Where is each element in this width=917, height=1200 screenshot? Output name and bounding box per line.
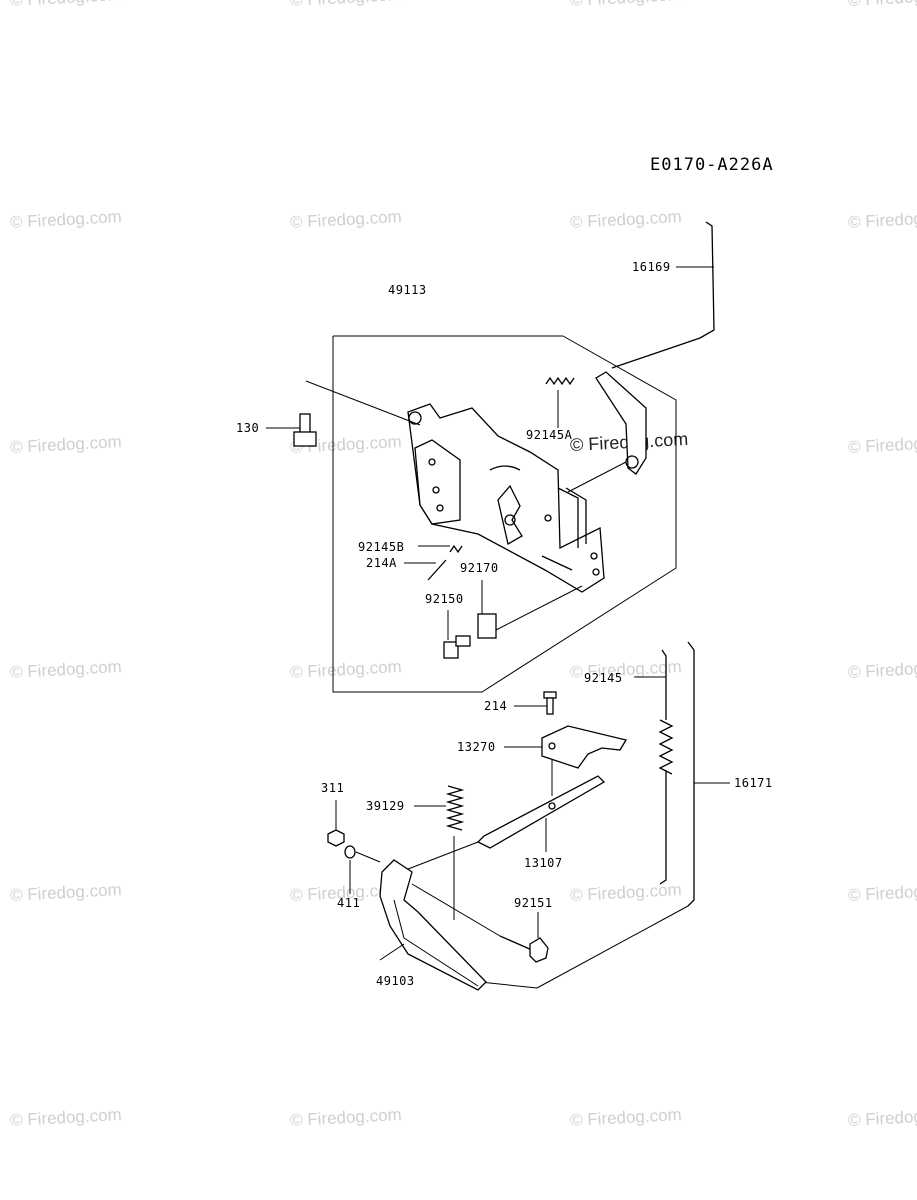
bolt-92151	[411, 883, 549, 963]
label-16171: 16171	[734, 776, 773, 790]
label-92170: 92170	[460, 561, 499, 575]
choke-rod	[611, 221, 715, 369]
label-92145B: 92145B	[358, 540, 405, 554]
pin-214A	[404, 559, 447, 581]
label-92150: 92150	[425, 592, 464, 606]
label-39129: 39129	[366, 799, 405, 813]
spring-39129	[414, 785, 465, 920]
label-13107: 13107	[524, 856, 563, 870]
washer-411	[344, 845, 381, 894]
control-bracket-plate	[407, 403, 605, 593]
label-49103: 49103	[376, 974, 415, 988]
label-214A: 214A	[366, 556, 397, 570]
diagram-code: E0170-A226A	[650, 155, 774, 175]
control-lever	[567, 371, 647, 493]
bolt-92150	[443, 610, 471, 659]
governor-arm-49103	[379, 859, 487, 991]
label-92151: 92151	[514, 896, 553, 910]
label-92145: 92145	[584, 671, 623, 685]
label-16169: 16169	[632, 260, 671, 274]
label-214: 214	[484, 699, 508, 713]
governor-shaft-13107	[389, 775, 606, 877]
governor-rod-16171	[479, 641, 730, 989]
assembly-frame-outline	[332, 335, 677, 693]
label-92145A: 92145A	[526, 428, 573, 442]
spring-92145A	[545, 376, 575, 428]
spring-92145	[634, 649, 674, 885]
label-311: 311	[321, 781, 345, 795]
nut-311	[327, 800, 345, 847]
spring-92145B	[418, 544, 463, 554]
label-411: 411	[337, 896, 361, 910]
bolt-130	[266, 380, 421, 447]
label-49113: 49113	[388, 283, 427, 297]
label-130: 130	[236, 421, 260, 435]
label-13270: 13270	[457, 740, 496, 754]
screw-214	[514, 691, 557, 715]
clamp-92170	[477, 580, 583, 639]
lever-plate-13270	[504, 725, 628, 796]
